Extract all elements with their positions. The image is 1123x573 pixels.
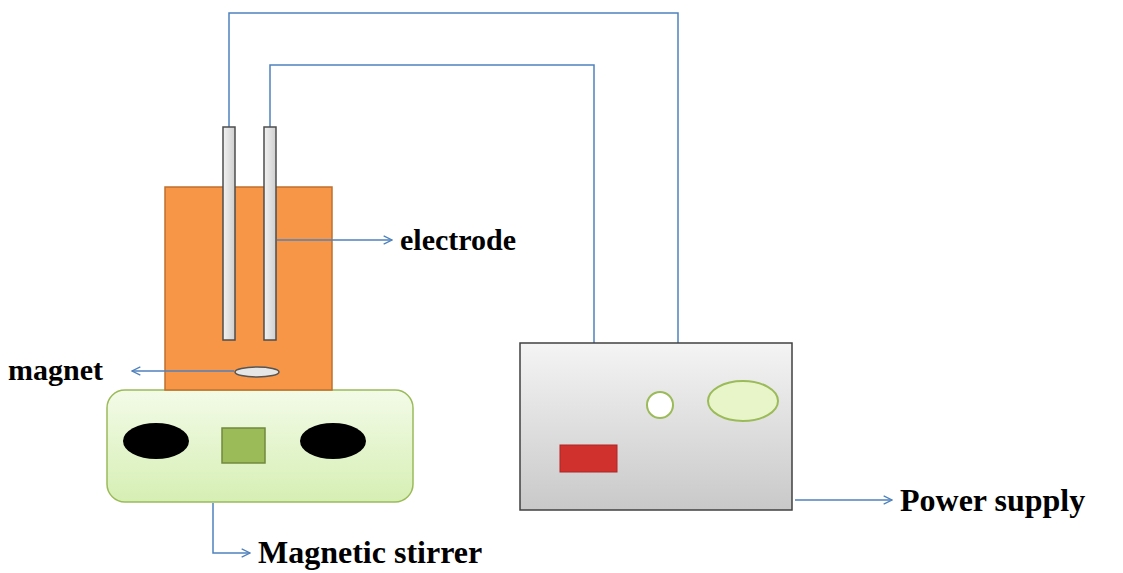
power-switch [560,445,617,472]
leader-arrow [795,499,892,501]
part-label: electrode [400,223,516,258]
electrode-rod [264,127,276,340]
stirrer-display [222,428,265,463]
beaker [165,187,332,390]
leader-arrow [132,370,234,372]
stir-bar [235,367,279,377]
part-label: magnet [8,353,103,388]
part-label: Magnetic stirrer [258,534,482,571]
stirrer-knob [300,423,366,459]
indicator-lamp [647,392,673,418]
control-dial [708,381,778,421]
part-label: Power supply [900,482,1085,519]
power-supply-box [520,343,792,510]
leader-arrow [213,503,250,553]
electrode-rod [223,127,235,340]
leader-arrow [277,239,392,241]
stirrer-body [107,390,413,502]
stirrer-knob [123,423,189,459]
